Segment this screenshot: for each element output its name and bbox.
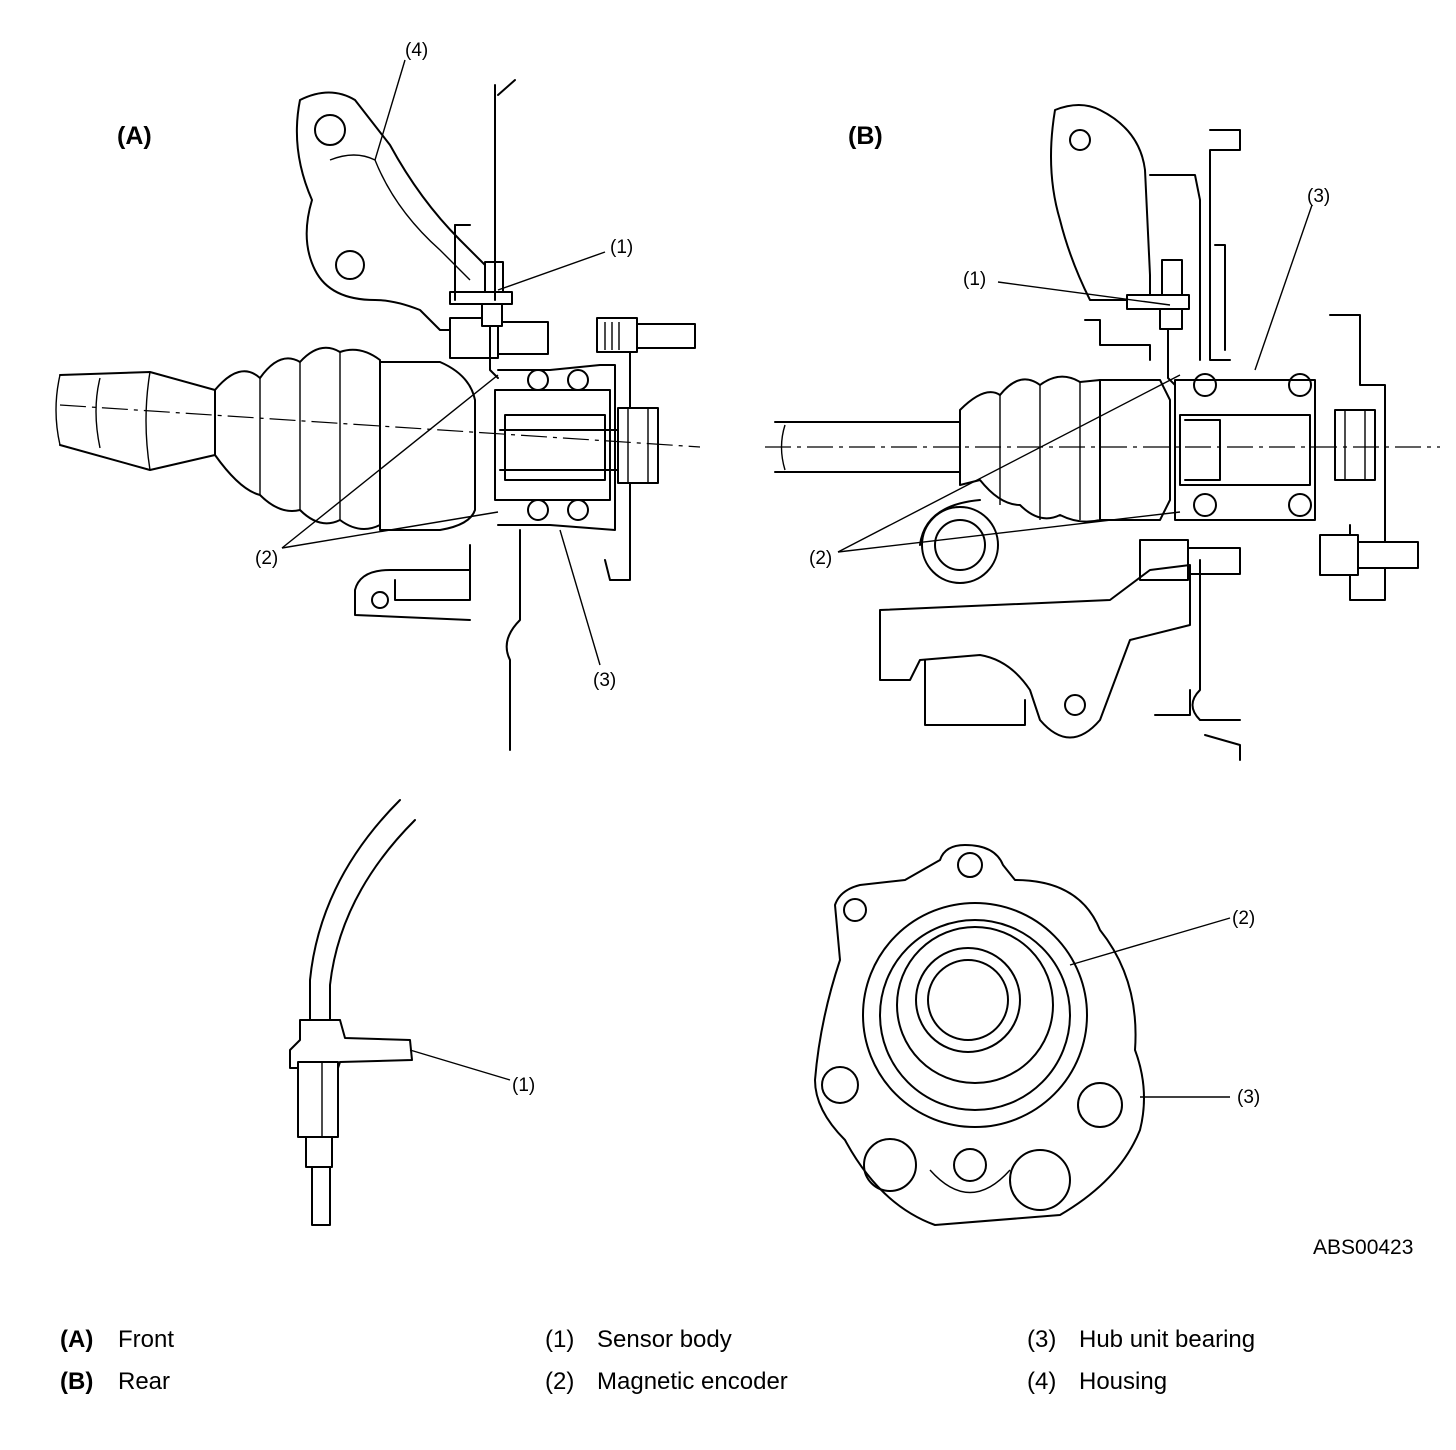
callout-b-1: (1) [963,269,986,290]
callout-hub-2: (2) [1232,908,1255,929]
legend-key: (4) [1027,1368,1057,1395]
hub-bearing-drawing [814,844,1145,1226]
callout-b-3: (3) [1307,186,1330,207]
view-label-rear: (B) [848,122,883,150]
legend-key: (B) [60,1368,94,1395]
rear-assembly-drawing [765,104,1440,761]
legend-text: Front [118,1326,175,1353]
legend: (A) Front (B) Rear (1) Sensor body (2) M… [0,1322,1456,1412]
legend-text: Hub unit bearing [1079,1326,1256,1353]
legend-text: Housing [1079,1368,1168,1395]
callout-hub-3: (3) [1237,1087,1260,1108]
callout-a-3: (3) [593,670,616,691]
figure-code: ABS00423 [1313,1236,1413,1259]
legend-key: (A) [60,1326,94,1353]
front-assembly-drawing [55,79,701,751]
callout-sensor-1: (1) [512,1075,535,1096]
legend-text: Rear [118,1368,171,1395]
callout-a-1: (1) [610,237,633,258]
legend-key: (1) [545,1326,575,1353]
callout-leaders [281,59,1313,1098]
callout-a-2: (2) [255,548,278,569]
sensor-body-drawing [289,799,416,1226]
legend-key: (2) [545,1368,575,1395]
view-label-front: (A) [117,122,152,150]
legend-text: Magnetic encoder [597,1368,788,1395]
diagram-canvas: (A) (B) (4) (1) (2) (3) (1) (3) (2) (1) … [55,40,1440,1259]
legend-key: (3) [1027,1326,1057,1353]
callout-b-2: (2) [809,548,832,569]
legend-text: Sensor body [597,1326,732,1353]
callout-a-4: (4) [405,40,428,61]
